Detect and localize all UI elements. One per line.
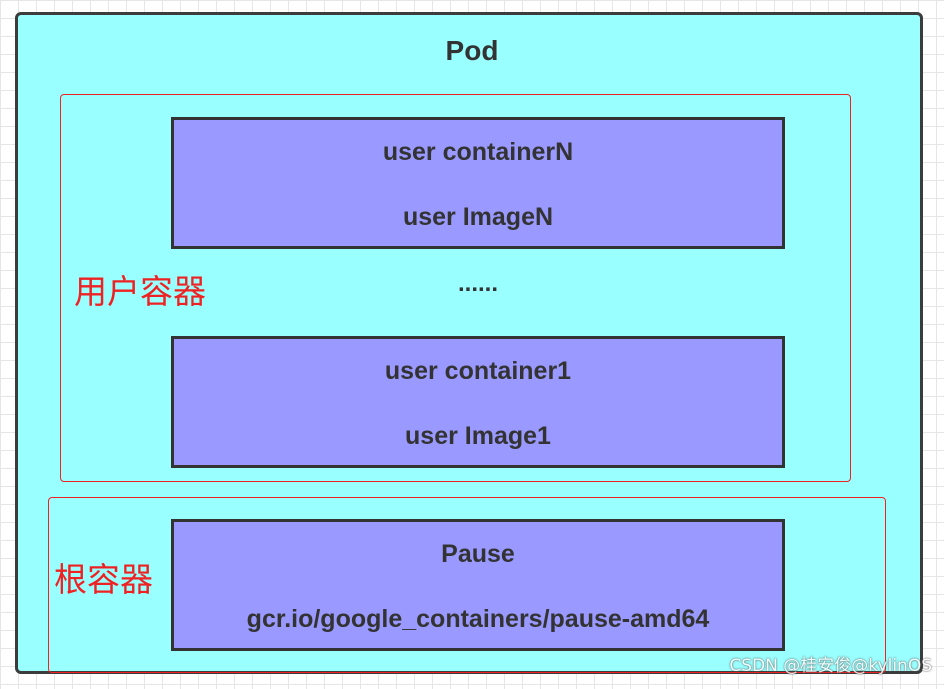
user-container-n-image: user ImageN: [402, 203, 554, 231]
user-containers-group: [60, 94, 851, 482]
pause-container-name: Pause: [441, 540, 515, 568]
pod-title: Pod: [445, 35, 499, 66]
pause-container-box: Pause gcr.io/google_containers/pause-amd…: [171, 519, 785, 651]
root-container-label: 根容器: [54, 560, 153, 599]
user-container-1-image: user Image1: [405, 422, 551, 450]
root-container-group: [48, 497, 886, 673]
user-container-1-box: user container1 user Image1: [171, 336, 785, 468]
ellipsis: ......: [457, 270, 498, 297]
user-containers-label: 用户容器: [74, 272, 206, 311]
user-container-1-name: user container1: [384, 357, 572, 385]
pause-container-image: gcr.io/google_containers/pause-amd64: [246, 605, 710, 633]
user-container-n-box: user containerN user ImageN: [171, 117, 785, 249]
user-container-n-name: user containerN: [382, 138, 574, 166]
watermark: CSDN @桂安俊@kylinOS: [729, 656, 932, 676]
